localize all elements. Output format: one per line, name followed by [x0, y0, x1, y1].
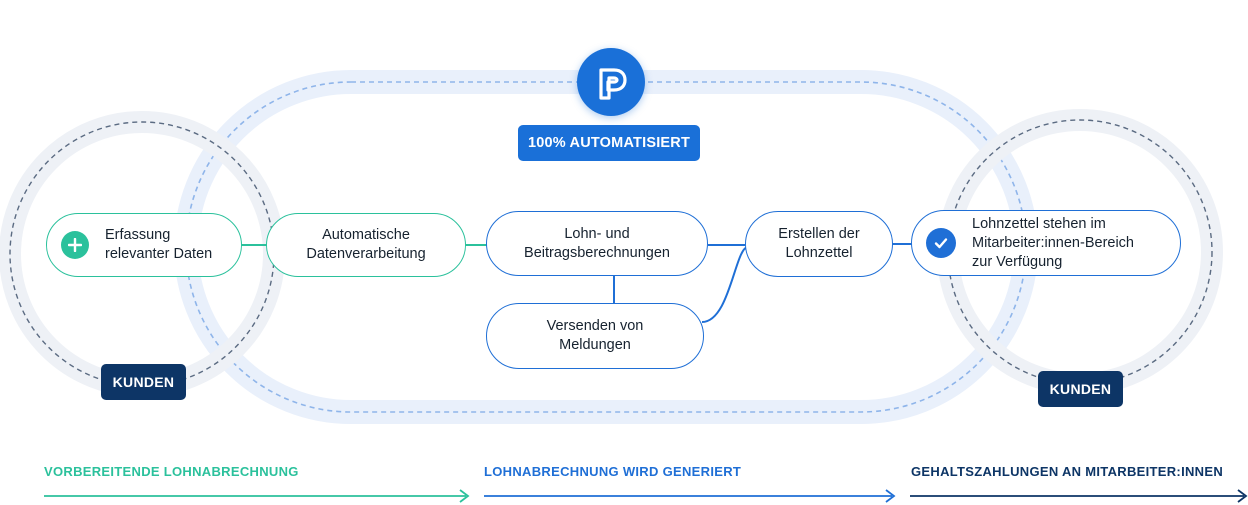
- node-datenverarbeitung: Automatische Datenverarbeitung: [266, 213, 466, 277]
- node-erfassung-label: Erfassung relevanter Daten: [105, 227, 213, 262]
- node-verfuegung: Lohnzettel stehen im Mitarbeiter:innen-B…: [911, 210, 1181, 276]
- automation-badge: 100% AUTOMATISIERT: [518, 125, 700, 161]
- node-datenverarbeitung-label: Automatische Datenverarbeitung: [306, 227, 426, 262]
- phase-label-gehaltszahlungen: GEHALTSZAHLUNGEN AN MITARBEITER:INNEN: [911, 464, 1224, 479]
- node-lohnzettel: Erstellen der Lohnzettel: [745, 211, 893, 277]
- node-verfuegung-label: Lohnzettel stehen im Mitarbeiter:innen-B…: [972, 215, 1134, 270]
- p-logo-icon: [599, 68, 627, 100]
- node-lohnzettel-label: Erstellen der Lohnzettel: [778, 226, 860, 261]
- plus-icon: [61, 231, 89, 259]
- node-berechnungen: Lohn- und Beitragsberechnungen: [486, 211, 708, 276]
- phase-label-vorbereitend: VORBEREITENDE LOHNABRECHNUNG: [44, 464, 299, 479]
- check-icon: [926, 228, 956, 258]
- logo-badge: [577, 48, 645, 116]
- node-berechnungen-label: Lohn- und Beitragsberechnungen: [524, 225, 670, 261]
- customer-tag-left: KUNDEN: [101, 364, 186, 400]
- phase-label-generiert: LOHNABRECHNUNG WIRD GENERIERT: [484, 464, 742, 479]
- connector-5: [701, 246, 749, 323]
- node-erfassung: Erfassung relevanter Daten: [46, 213, 242, 277]
- node-meldungen-label: Versenden von Meldungen: [546, 318, 644, 353]
- customer-tag-right: KUNDEN: [1038, 371, 1123, 407]
- node-meldungen: Versenden von Meldungen: [486, 303, 704, 369]
